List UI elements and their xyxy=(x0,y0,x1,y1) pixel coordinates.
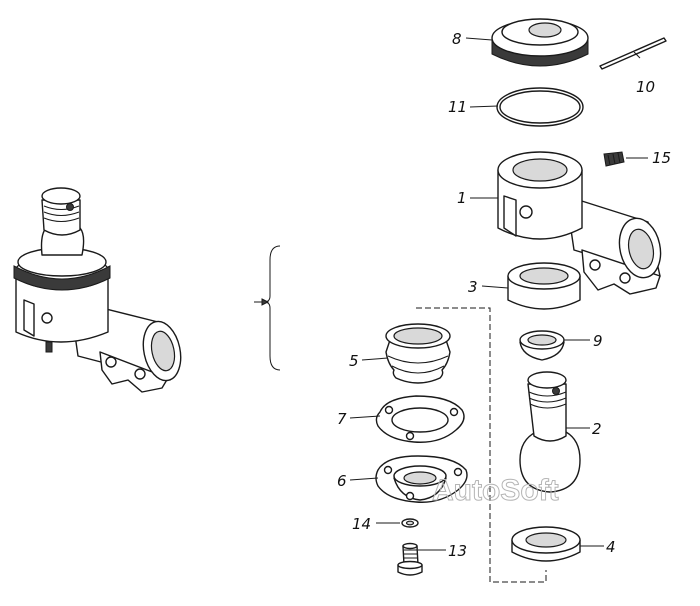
callout-10: 10 xyxy=(636,78,655,96)
callout-8: 8 xyxy=(452,30,462,48)
callout-11: 11 xyxy=(448,98,467,116)
callout-3: 3 xyxy=(468,278,478,296)
part-4-washer xyxy=(511,526,581,562)
callout-14: 14 xyxy=(352,515,371,533)
callout-6: 6 xyxy=(337,472,347,490)
watermark: AutoSoft xyxy=(432,474,559,507)
part-8-seal-cap xyxy=(491,18,589,67)
assembly-bracket xyxy=(263,245,281,371)
part-6-cover-plate xyxy=(375,455,468,503)
callout-13: 13 xyxy=(448,542,467,560)
callout-9: 9 xyxy=(593,332,603,350)
part-7-gasket xyxy=(375,395,465,443)
callout-5: 5 xyxy=(349,352,359,370)
part-10-pin xyxy=(599,37,667,70)
part-3-bushing xyxy=(507,262,581,310)
part-1-housing xyxy=(497,151,662,295)
part-14-lock-washer xyxy=(401,518,419,528)
leader-lines xyxy=(349,37,648,551)
assembled-tie-rod-end xyxy=(13,187,182,393)
callout-7: 7 xyxy=(337,410,347,428)
part-13-bolt xyxy=(397,542,423,576)
callout-4: 4 xyxy=(606,538,616,556)
part-5-dust-boot xyxy=(385,323,451,384)
part-15-grease-fitting xyxy=(603,151,625,167)
group-bracket xyxy=(416,307,547,583)
callout-15: 15 xyxy=(652,149,671,167)
callout-1: 1 xyxy=(457,189,467,207)
part-2-ball-pin xyxy=(519,371,581,493)
callout-2: 2 xyxy=(592,420,602,438)
part-9-ball-seat xyxy=(519,330,565,361)
part-11-retaining-ring xyxy=(496,87,584,127)
